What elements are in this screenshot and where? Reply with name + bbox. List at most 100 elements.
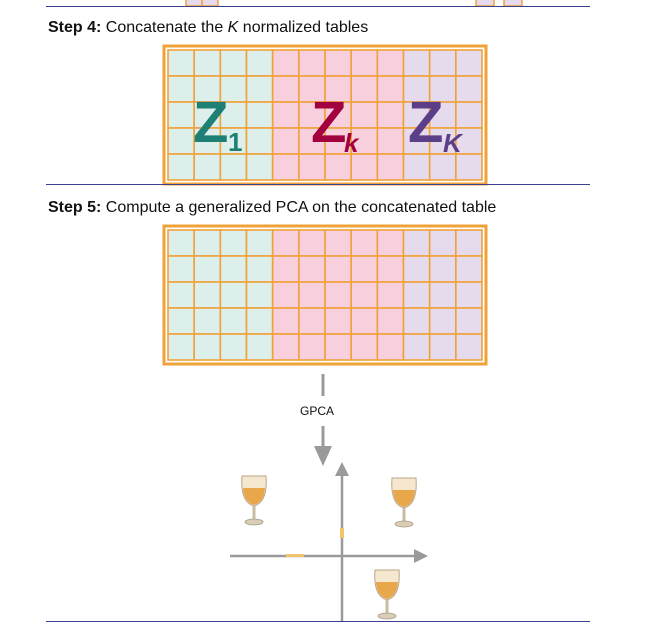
table-cell — [219, 333, 248, 361]
table-cell — [324, 49, 352, 77]
table-cell — [271, 281, 300, 309]
table-cell — [402, 49, 431, 77]
table-cell — [193, 255, 222, 283]
table-cell — [167, 49, 195, 77]
table-cell — [245, 101, 274, 129]
table-cell — [271, 49, 300, 77]
table-cell — [245, 153, 274, 181]
table-cell — [219, 101, 248, 129]
table-cell — [350, 229, 379, 257]
table-cell — [428, 49, 457, 77]
table-cell — [350, 49, 379, 77]
table-cell — [193, 281, 222, 309]
table-cell — [324, 281, 352, 309]
section-divider — [46, 6, 590, 7]
table-cell — [271, 229, 300, 257]
wine-glass-icon — [241, 475, 267, 526]
section-divider — [46, 184, 590, 185]
step5-title: Step 5: Compute a generalized PCA on the… — [48, 199, 496, 217]
table-cell — [428, 281, 457, 309]
table-cell — [402, 75, 431, 103]
svg-text:Z: Z — [408, 90, 443, 155]
table-cell — [428, 153, 457, 181]
table-cell — [402, 333, 431, 361]
table-cell — [245, 281, 274, 309]
table-cell — [298, 333, 326, 361]
table-cell — [428, 333, 457, 361]
table-cell — [193, 49, 222, 77]
table-cell — [455, 127, 483, 155]
table-cell — [376, 281, 405, 309]
table-cell — [324, 229, 352, 257]
table-cell — [219, 153, 248, 181]
table-cell — [245, 127, 274, 155]
table-cell — [376, 255, 405, 283]
table-cell — [245, 75, 274, 103]
table-cell — [298, 255, 326, 283]
table-cell — [455, 307, 483, 335]
table-cell — [428, 255, 457, 283]
table-cell — [245, 49, 274, 77]
table-cell — [376, 101, 405, 129]
table-cell — [402, 229, 431, 257]
table-cell — [167, 75, 195, 103]
table-cell — [324, 153, 352, 181]
svg-text:K: K — [443, 128, 464, 158]
table-cell — [219, 307, 248, 335]
table-cell — [219, 229, 248, 257]
table-cell — [350, 255, 379, 283]
table-cell — [193, 229, 222, 257]
table-cell — [402, 281, 431, 309]
table-cell — [350, 307, 379, 335]
table-cell — [350, 75, 379, 103]
step5-label: Step 5: — [48, 199, 102, 216]
table-cell — [271, 75, 300, 103]
table-cell — [324, 75, 352, 103]
matrix-label-zk: Z k — [311, 90, 360, 158]
step4-italic-k: K — [227, 19, 239, 36]
table-cell — [298, 307, 326, 335]
table-cell — [167, 229, 195, 257]
table-cell — [219, 255, 248, 283]
table-cell — [271, 255, 300, 283]
table-cell — [298, 153, 326, 181]
svg-text:1: 1 — [228, 127, 242, 157]
table-cell — [245, 333, 274, 361]
table-cell — [193, 333, 222, 361]
table-cell — [271, 153, 300, 181]
table-cell — [193, 307, 222, 335]
table-cell — [167, 281, 195, 309]
table-cell — [167, 307, 195, 335]
table-cell — [193, 153, 222, 181]
table-cell — [324, 333, 352, 361]
table-cell — [455, 101, 483, 129]
table-cell — [455, 229, 483, 257]
table-cell — [376, 127, 405, 155]
table-cell — [428, 101, 457, 129]
table-cell — [298, 49, 326, 77]
component-axes — [230, 462, 428, 622]
table-cell — [402, 153, 431, 181]
step4-text-end: normalized tables — [238, 19, 369, 36]
table-cell — [350, 127, 379, 155]
table-cell — [376, 153, 405, 181]
table-cell — [298, 229, 326, 257]
step5-text: Compute a generalized PCA on the concate… — [105, 199, 497, 216]
table-cell — [350, 333, 379, 361]
table-cell — [402, 307, 431, 335]
table-cell — [271, 333, 300, 361]
table-cell — [376, 333, 405, 361]
gpca-arrow — [314, 374, 332, 466]
svg-text:k: k — [344, 128, 360, 158]
table-cell — [455, 255, 483, 283]
table-cell — [245, 307, 274, 335]
table-cell — [455, 49, 483, 77]
step4-label: Step 4: — [48, 19, 102, 36]
concatenated-table-step5 — [162, 224, 488, 366]
wine-glass-icon — [391, 477, 417, 528]
table-cell — [350, 281, 379, 309]
table-cell — [298, 281, 326, 309]
table-cell — [245, 229, 274, 257]
table-cell — [271, 127, 300, 155]
